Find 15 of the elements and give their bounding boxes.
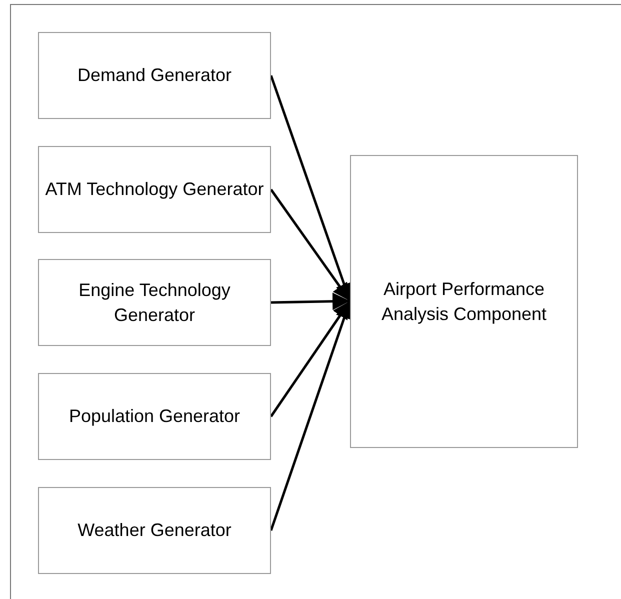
box-label: Population Generator [68, 405, 240, 428]
process-box [38, 259, 271, 346]
box-label: Weather Generator [78, 519, 232, 542]
process-box [38, 373, 271, 460]
box-label: Demand Generator [77, 64, 232, 87]
box-label: Airport Performance Analysis Component [380, 278, 548, 326]
arrow [270, 188, 352, 302]
box-label: Engine Technology Generator [78, 278, 232, 326]
process-box [38, 32, 271, 119]
process-box [38, 146, 271, 233]
arrow [270, 292, 350, 310]
process-box [38, 487, 271, 574]
box-label: ATM Technology Generator [45, 178, 264, 201]
arrow [270, 300, 352, 418]
process-box [350, 155, 578, 448]
